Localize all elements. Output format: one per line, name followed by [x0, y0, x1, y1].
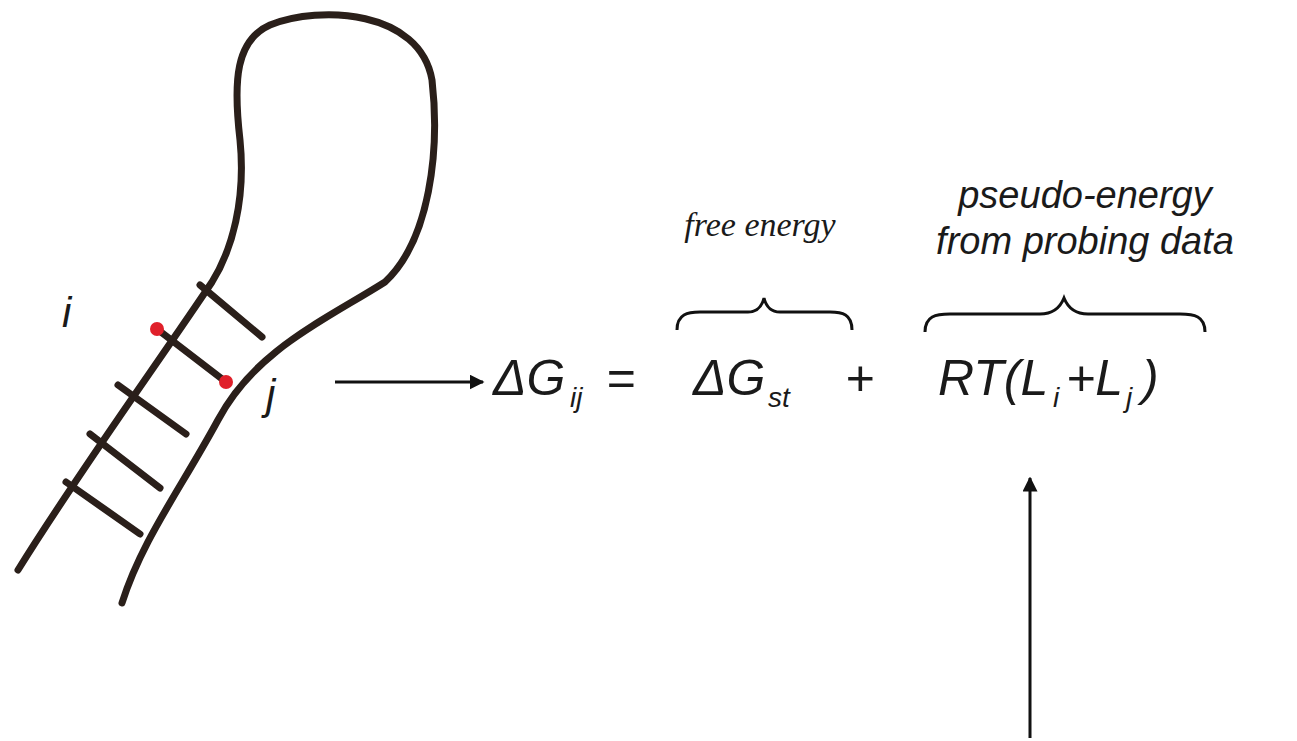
equation-term: RT(L [938, 353, 1048, 403]
nucleotide-label: j [266, 374, 275, 416]
annotation: from probing data [880, 222, 1290, 260]
nucleotide-label: i [62, 292, 71, 334]
arrow [1029, 478, 1032, 738]
equation-term: ΔG [693, 353, 765, 403]
equation-operator: + [845, 353, 874, 403]
nucleotide-dot [150, 322, 164, 336]
equation-subscript: j [1126, 384, 1132, 412]
equation-operator: = [606, 353, 635, 403]
annotation: free energy [610, 208, 910, 242]
equation-term: +L [1066, 353, 1123, 403]
rna-strand [18, 15, 435, 603]
base-pairs [66, 285, 262, 534]
annotation: pseudo-energy [880, 176, 1290, 214]
brace [677, 298, 852, 330]
equation-subscript: i [1053, 384, 1059, 412]
brace [925, 298, 1205, 332]
nucleotide-dot [219, 375, 233, 389]
equation-subscript: st [768, 384, 790, 412]
equation-term: ) [1142, 353, 1159, 403]
equation-term: ΔG [493, 353, 565, 403]
arrow [335, 381, 483, 384]
equation-subscript: ij [570, 384, 582, 412]
